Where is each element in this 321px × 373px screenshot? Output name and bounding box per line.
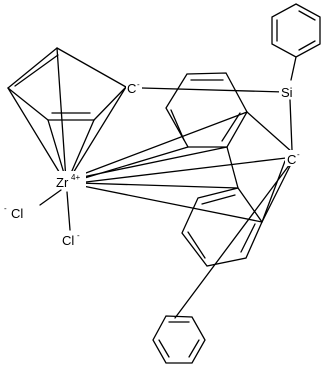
- atom-c-fluorenyl-charge: -: [297, 150, 300, 159]
- si-c-bond: [289, 99, 293, 151]
- zr-cl-bonds: [39, 189, 71, 231]
- cyclopentadienyl-ring: [7, 47, 143, 121]
- phenyl-ring-bottom: [152, 315, 206, 364]
- cp-zr-bonds: [7, 47, 127, 181]
- atom-cl-bottom-charge: -: [77, 231, 80, 240]
- atom-si: Si: [281, 85, 293, 100]
- atom-cl-left: - Cl: [4, 204, 23, 221]
- atom-zr-symbol: Zr: [56, 175, 69, 190]
- atom-cl-left-symbol: Cl: [11, 206, 23, 221]
- atom-c-cp-symbol: C: [127, 81, 136, 96]
- fluorenyl-zr-bonds: [77, 111, 287, 223]
- c-to-lower-phenyl-bond: [174, 163, 291, 319]
- phenyl-ring-top: [271, 3, 321, 81]
- fluorenyl-five-ring: [226, 111, 293, 223]
- fluorenyl-upper-ring: [165, 72, 248, 148]
- cp-si-bond: [141, 87, 285, 93]
- atom-c-fluorenyl: C -: [287, 150, 300, 167]
- atom-si-symbol: Si: [281, 85, 293, 100]
- atom-cl-bottom-symbol: Cl: [62, 233, 74, 248]
- atom-cl-left-charge: -: [4, 204, 7, 213]
- atom-c-fluorenyl-symbol: C: [287, 152, 296, 167]
- atom-cl-bottom: Cl -: [62, 231, 80, 248]
- atom-c-cp: C -: [127, 80, 140, 96]
- atom-c-cp-charge: -: [137, 80, 140, 89]
- atom-zr-charge: 4+: [71, 173, 80, 182]
- atom-zr: Zr 4+: [56, 173, 80, 190]
